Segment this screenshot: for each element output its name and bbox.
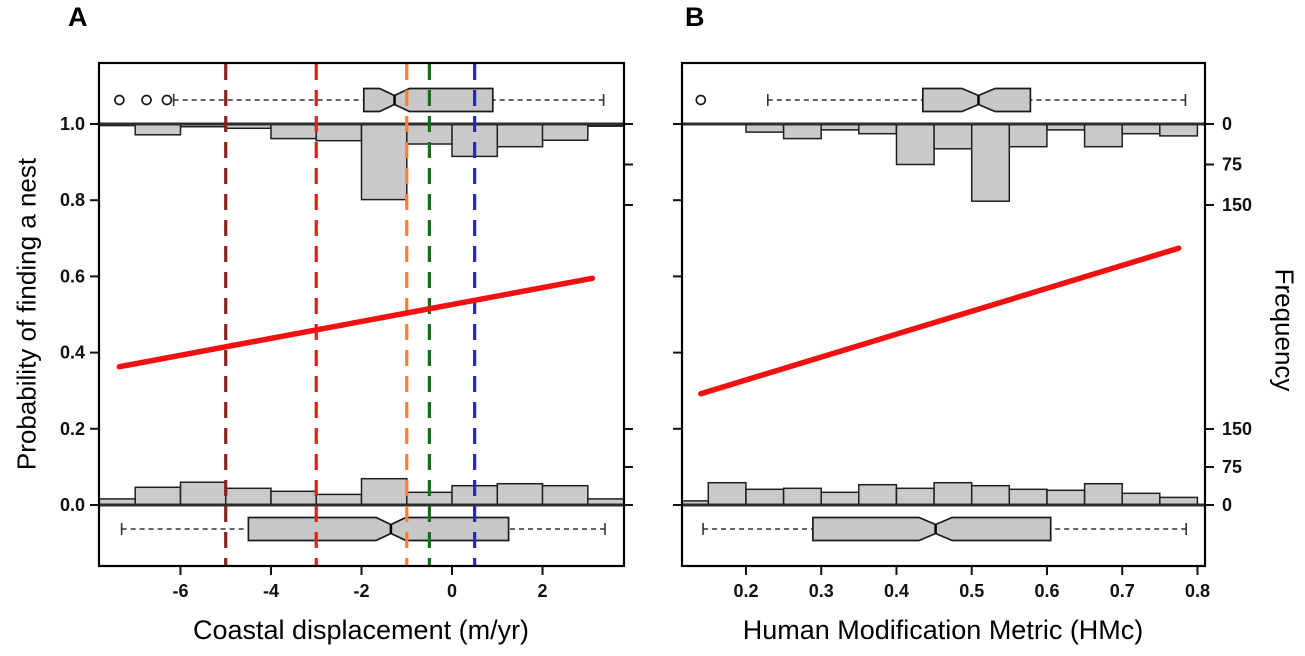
panel-a-label: A xyxy=(68,2,88,32)
x-axis-title-a: Coastal displacement (m/yr) xyxy=(192,615,530,645)
hist-bottom-bar xyxy=(1083,482,1123,506)
hist-bottom-bar xyxy=(496,482,544,506)
freq-tick-label: 75 xyxy=(1222,457,1242,477)
hist-top-bar xyxy=(134,123,182,136)
hist-top-bar xyxy=(1083,123,1123,148)
x-tick-label: 0.7 xyxy=(1110,581,1135,601)
x-tick-label: 0.3 xyxy=(809,581,834,601)
hist-bottom-bar xyxy=(134,486,182,506)
hist-bottom-bar xyxy=(782,487,822,506)
x-tick-label: -2 xyxy=(353,581,369,601)
hist-top-bar xyxy=(360,123,408,201)
hist-bottom-bar xyxy=(820,491,860,506)
freq-tick-label: 150 xyxy=(1222,419,1252,439)
x-tick-label: 0.4 xyxy=(884,581,909,601)
prob-tick-label: 0.6 xyxy=(60,266,85,286)
hist-bottom-bar xyxy=(270,490,318,506)
hist-bottom-bar xyxy=(895,487,935,506)
prob-tick-label: 0.8 xyxy=(60,190,85,210)
fit-line xyxy=(116,275,596,370)
freq-tick-label: 0 xyxy=(1222,114,1232,134)
hist-top-bar xyxy=(782,123,822,140)
x-tick-label: -4 xyxy=(263,581,279,601)
x-tick-label: 0.8 xyxy=(1185,581,1210,601)
hist-bottom-bar xyxy=(933,481,973,506)
hist-bottom-bar xyxy=(1008,488,1048,506)
hist-bottom-bar xyxy=(315,493,363,506)
x-tick-label: 0 xyxy=(447,581,457,601)
hist-top-bar xyxy=(933,123,973,150)
x-axis-title-b: Human Modification Metric (HMc) xyxy=(742,615,1144,645)
boxplot-bottom xyxy=(812,516,1052,542)
hist-top-bar xyxy=(1159,123,1199,137)
prob-tick-label: 1.0 xyxy=(60,114,85,134)
hist-bottom-bar xyxy=(1121,492,1161,506)
prob-tick-label: 0.2 xyxy=(60,419,85,439)
hist-bottom-bar xyxy=(707,481,747,506)
hist-bottom-bar xyxy=(224,487,272,506)
hist-top-bar xyxy=(315,123,363,142)
prob-tick-label: 0.4 xyxy=(60,343,85,363)
hist-bottom-bar xyxy=(745,488,785,506)
hist-bottom-bar xyxy=(541,484,589,506)
outlier-point xyxy=(161,94,173,106)
panel-b-label: B xyxy=(685,2,705,32)
hist-top-bar xyxy=(895,123,935,166)
boxplot-bottom xyxy=(247,516,510,542)
hist-top-bar xyxy=(541,123,589,141)
prob-tick-label: 0.0 xyxy=(60,495,85,515)
outlier-point xyxy=(114,94,125,106)
freq-tick-label: 0 xyxy=(1222,495,1232,515)
x-tick-label: 2 xyxy=(538,581,548,601)
y-axis-title: Probability of finding a nest xyxy=(11,157,42,471)
frequency-axis-title: Frequency xyxy=(1269,268,1300,392)
hist-top-bar xyxy=(270,123,318,140)
x-tick-label: 0.2 xyxy=(733,581,758,601)
hist-bottom-bar xyxy=(858,483,898,506)
x-tick-label: 0.5 xyxy=(959,581,984,601)
freq-tick-label: 150 xyxy=(1222,195,1252,215)
hist-top-bar xyxy=(1008,123,1048,148)
hist-top-bar xyxy=(970,123,1011,202)
hist-top-bar xyxy=(496,123,544,148)
hist-bottom-bar xyxy=(360,477,408,506)
fit-line xyxy=(698,245,1182,397)
panel-border xyxy=(680,61,1207,568)
hist-bottom-bar xyxy=(970,484,1011,506)
hist-bottom-bar xyxy=(1046,489,1086,506)
outlier-point xyxy=(141,94,152,106)
boxplot-top xyxy=(921,87,1032,113)
hist-bottom-bar xyxy=(179,481,227,506)
freq-tick-label: 75 xyxy=(1222,155,1242,175)
x-tick-label: 0.6 xyxy=(1034,581,1059,601)
outlier-point xyxy=(695,94,707,106)
x-tick-label: -6 xyxy=(172,581,188,601)
